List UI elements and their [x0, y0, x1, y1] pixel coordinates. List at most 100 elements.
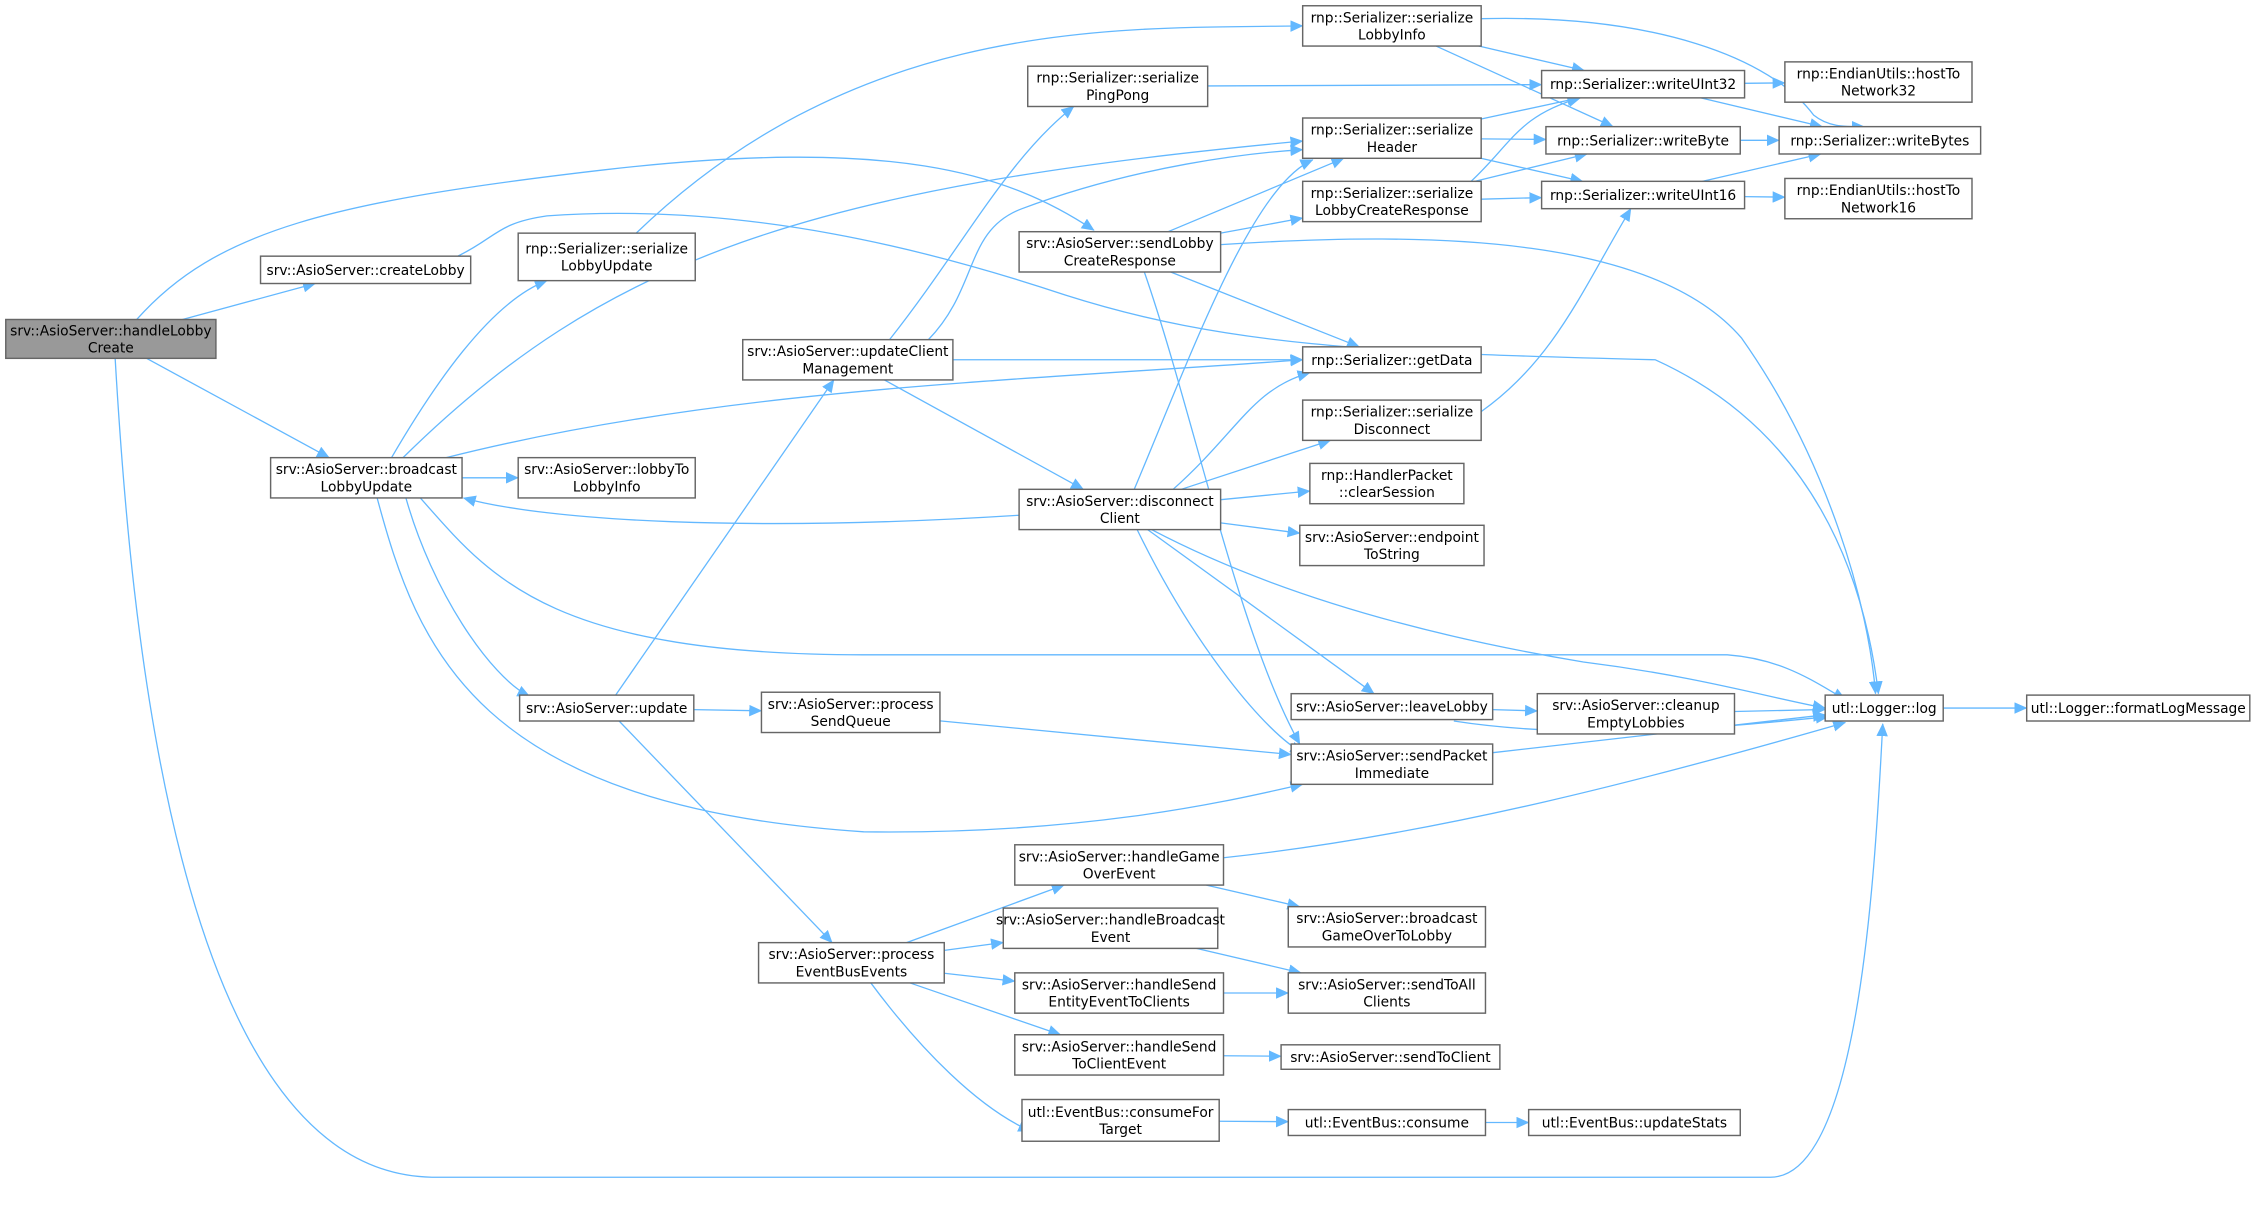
node-label: rnp::EndianUtils::hostTo: [1797, 183, 1960, 199]
node-label: rnp::Serializer::serialize: [525, 241, 688, 257]
edge-disconnectClient-to-serializeHeader: [1133, 159, 1314, 490]
edge-updateClientManagement-to-serializeHeader: [927, 144, 1304, 341]
node-label: EmptyLobbies: [1587, 715, 1684, 731]
node-writeUInt32[interactable]: rnp::Serializer::writeUInt32: [1540, 69, 1746, 99]
node-label: Event: [1091, 930, 1131, 946]
node-label: srv::AsioServer::updateClient: [747, 344, 949, 360]
node-box: [1290, 692, 1494, 721]
node-label: OverEvent: [1083, 867, 1156, 883]
node-label: Immediate: [1355, 766, 1429, 782]
edges-layer: [114, 17, 2028, 1178]
node-label: rnp::HandlerPacket: [1321, 468, 1453, 484]
edge-sendLobbyCreateResponse-to-getData: [1170, 271, 1360, 348]
nodes-layer: srv::AsioServer::handleLobbyCreatesrv::A…: [5, 5, 2251, 1142]
node-box: [1014, 972, 1225, 1014]
node-serializeLobbyCreateResponse[interactable]: rnp::Serializer::serializeLobbyCreateRes…: [1301, 180, 1482, 223]
node-clearSession[interactable]: rnp::HandlerPacket::clearSession: [1309, 462, 1465, 505]
node-box: [1018, 488, 1222, 531]
node-label: srv::AsioServer::disconnect: [1026, 494, 1214, 510]
node-formatLogMessage[interactable]: utl::Logger::formatLogMessage: [2025, 694, 2251, 722]
node-updateStats[interactable]: utl::EventBus::updateStats: [1527, 1108, 1741, 1137]
node-label: rnp::Serializer::writeByte: [1557, 133, 1729, 149]
node-label: LobbyInfo: [573, 479, 641, 495]
edge-serializeLobbyInfo-to-writeUInt32: [1478, 45, 1585, 74]
node-writeUInt16[interactable]: rnp::Serializer::writeUInt16: [1540, 180, 1746, 210]
edge-serializeLobbyCreateResponse-to-writeByte: [1474, 151, 1588, 182]
node-label: LobbyUpdate: [561, 259, 653, 275]
edge-serializeLobbyCreateResponse-to-writeUInt16: [1481, 192, 1543, 204]
edge-updateClientManagement-to-disconnectClient: [884, 379, 1084, 490]
edge-handleGameOverEvent-to-log: [1223, 720, 1847, 859]
node-label: srv::AsioServer::createLobby: [267, 263, 465, 279]
node-box: [1536, 692, 1736, 735]
node-label: EntityEventToClients: [1048, 995, 1189, 1011]
node-box: [1018, 230, 1222, 273]
edge-disconnectClient-to-clearSession: [1220, 486, 1311, 501]
node-handleSendEntityEventToClients[interactable]: srv::AsioServer::handleSendEntityEventTo…: [1014, 972, 1225, 1014]
edge-handleLobbyCreate-to-log: [114, 358, 1888, 1178]
node-label: srv::AsioServer::sendPacket: [1296, 749, 1488, 765]
node-label: rnp::Serializer::getData: [1311, 353, 1472, 369]
edge-serializeLobbyInfo-to-writeByte: [1435, 45, 1614, 128]
edge-writeUInt32-to-writeBytes: [1700, 97, 1823, 130]
node-label: LobbyInfo: [1358, 28, 1426, 44]
node-box: [1784, 61, 1973, 103]
node-createLobby[interactable]: srv::AsioServer::createLobby: [259, 255, 472, 285]
node-box: [1301, 346, 1482, 374]
edge-broadcastLobbyUpdate-to-getData: [446, 354, 1304, 459]
node-box: [1301, 5, 1482, 47]
edge-leaveLobby-to-cleanupEmptyLobbies: [1492, 704, 1539, 717]
node-box: [1545, 125, 1741, 155]
node-label: srv::AsioServer::sendToAll: [1298, 977, 1476, 993]
node-log[interactable]: utl::Logger::log: [1824, 694, 1944, 722]
node-consume[interactable]: utl::EventBus::consume: [1287, 1108, 1487, 1137]
edge-broadcastLobbyUpdate-to-serializeLobbyUpdate: [390, 279, 548, 458]
node-label: Network32: [1841, 84, 1916, 100]
edge-serializeHeader-to-writeUInt32: [1481, 94, 1581, 120]
edge-disconnectClient-to-sendPacketImmediate: [1136, 529, 1304, 754]
node-writeBytes[interactable]: rnp::Serializer::writeBytes: [1778, 125, 1982, 155]
edge-serializeLobbyInfo-to-writeBytes: [1481, 17, 1865, 133]
node-sendToClient[interactable]: srv::AsioServer::sendToClient: [1280, 1044, 1501, 1071]
node-broadcastGameOverToLobby[interactable]: srv::AsioServer::broadcastGameOverToLobb…: [1287, 905, 1487, 948]
node-writeByte[interactable]: rnp::Serializer::writeByte: [1545, 125, 1741, 155]
edge-update-to-processSendQueue: [693, 704, 763, 717]
node-label: ::clearSession: [1339, 485, 1435, 501]
node-leaveLobby[interactable]: srv::AsioServer::leaveLobby: [1290, 692, 1494, 721]
edge-updateClientManagement-to-serializePingPong: [889, 105, 1075, 341]
node-getData[interactable]: rnp::Serializer::getData: [1301, 346, 1482, 374]
node-label: LobbyUpdate: [321, 479, 413, 495]
node-label: utl::EventBus::consumeFor: [1028, 1105, 1214, 1121]
edge-serializeDisconnect-to-writeUInt16: [1480, 208, 1632, 413]
node-label: srv::AsioServer::handleSend: [1022, 977, 1217, 993]
node-label: srv::AsioServer::broadcast: [1296, 911, 1478, 927]
edge-serializeHeader-to-writeByte: [1481, 133, 1547, 146]
node-update[interactable]: srv::AsioServer::update: [518, 694, 695, 722]
node-label: rnp::Serializer::writeUInt16: [1550, 188, 1736, 204]
node-label: rnp::Serializer::serialize: [1311, 123, 1474, 139]
